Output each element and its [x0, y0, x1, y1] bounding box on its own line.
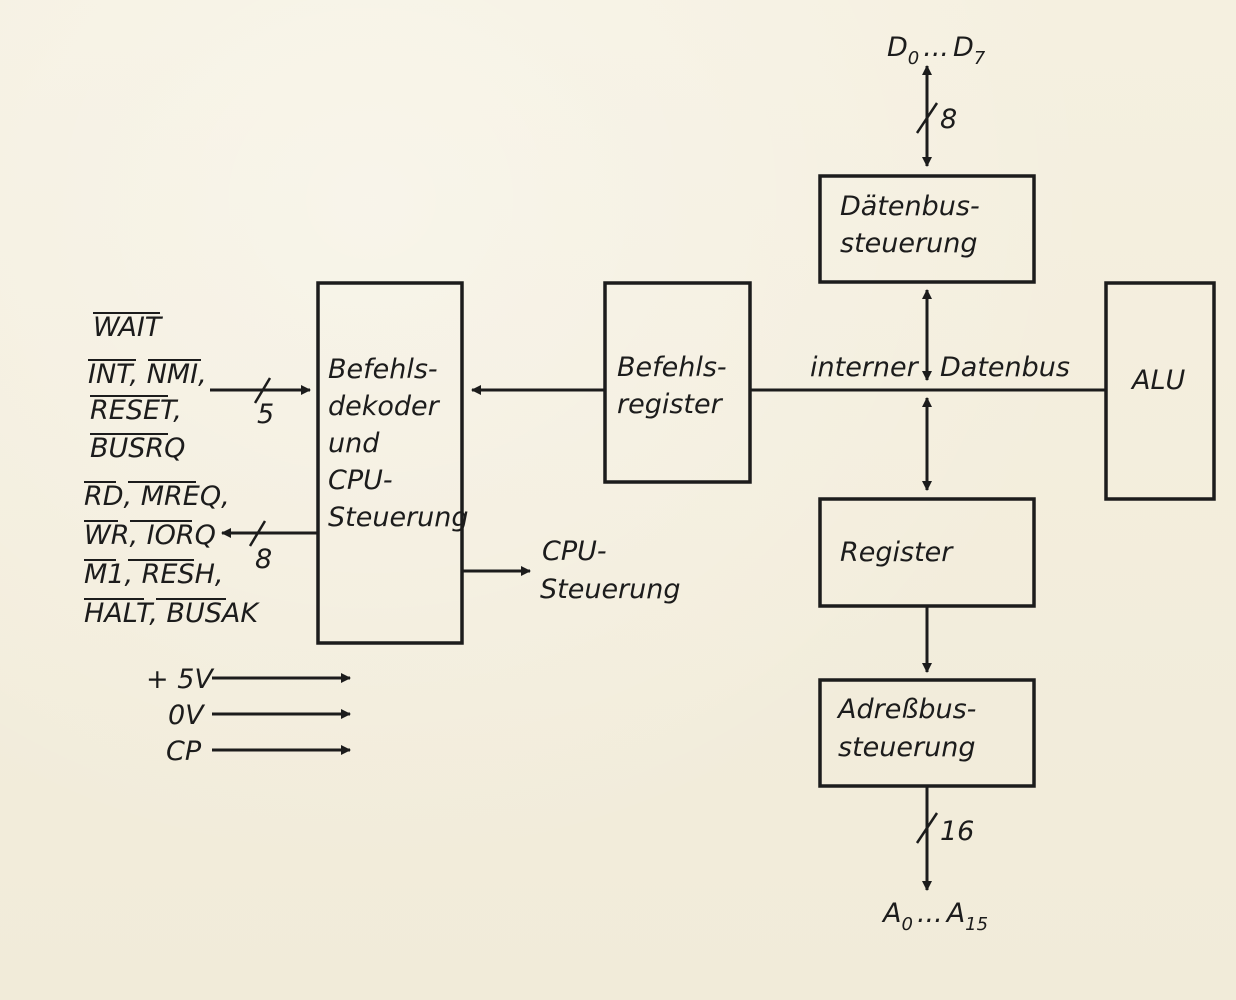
decoder-label-line-4: CPU-	[328, 465, 393, 496]
output-width-label: 8	[255, 544, 272, 575]
dbc-label-line-2: steuerung	[840, 228, 977, 259]
databus-control-block	[818, 174, 1036, 284]
dbc-label-line-1: Dätenbus-	[840, 191, 980, 222]
instruction-register-block	[603, 281, 752, 484]
output-width-tick	[248, 520, 267, 547]
register-label: Register	[840, 537, 954, 568]
decoder-block	[316, 281, 464, 645]
databus-width-label: 8	[940, 104, 957, 135]
input-width-label: 5	[257, 399, 274, 430]
output-signal-wr-iorq: WR, IORQ	[84, 520, 216, 551]
cpu-control-label-line-2: Steuerung	[540, 574, 681, 605]
output-signal-m1-resh: M1, RESH,	[84, 559, 223, 590]
internal-bus-label-left: interner	[810, 352, 920, 383]
alu-label: ALU	[1130, 365, 1186, 396]
power-5v-label: + 5V	[146, 664, 215, 695]
decoder-label-line-3: und	[328, 428, 380, 459]
decoder-label-line-1: Befehls-	[328, 354, 438, 385]
decoder-label-line-2: dekoder	[328, 391, 441, 422]
addressbus-width-label: 16	[940, 816, 974, 847]
databus-name: D0...D7	[887, 32, 986, 69]
decoder-label-line-5: Steuerung	[328, 502, 469, 533]
cpu-control-label-line-1: CPU-	[542, 536, 607, 567]
abc-label-line-2: steuerung	[838, 732, 975, 763]
output-signal-halt-busak: HALT, BUSAK	[84, 598, 260, 629]
internal-bus-label-right: Datenbus	[940, 352, 1070, 383]
input-signal-reset: RESET,	[90, 395, 182, 426]
ir-label-line-2: register	[617, 389, 724, 420]
input-signal-wait: WAIT	[93, 312, 164, 343]
power-0v-label: 0V	[168, 700, 206, 731]
addressbus-name: A0...A15	[881, 898, 988, 935]
input-signal-busrq: BUSRQ	[90, 433, 185, 464]
output-signal-rd-mreq: RD, MREQ,	[84, 481, 230, 512]
databus-width-tick	[915, 102, 939, 134]
clock-label: CP	[166, 736, 202, 767]
input-width-tick	[253, 377, 272, 404]
addressbus-width-tick	[915, 812, 939, 844]
input-signal-int-nmi: INT, NMI,	[88, 359, 207, 390]
ir-label-line-1: Befehls-	[617, 352, 727, 383]
abc-label-line-1: Adreßbus-	[836, 694, 976, 725]
